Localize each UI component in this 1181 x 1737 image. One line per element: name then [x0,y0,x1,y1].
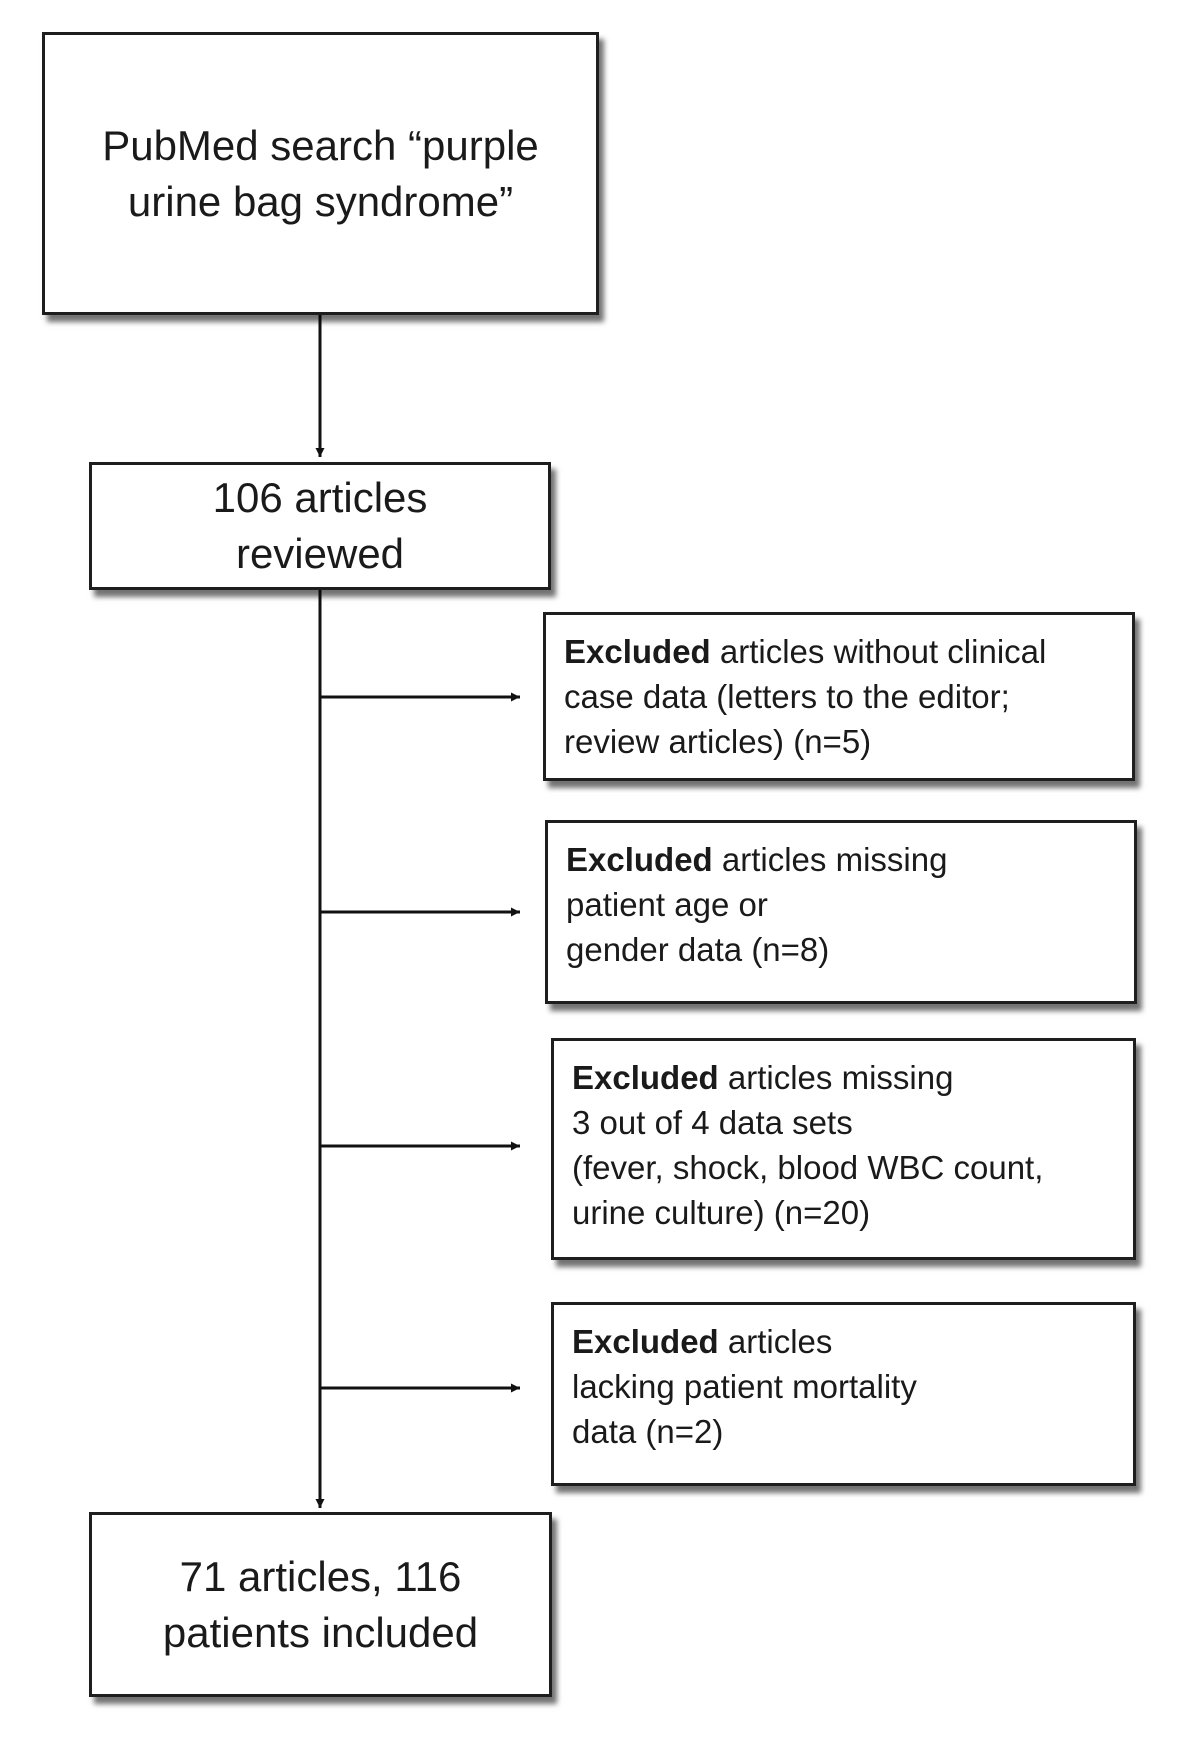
exclusion-first-line: Excluded articles missing [566,837,1118,882]
exclusion-keyword: Excluded [564,633,711,670]
included-box: 71 articles, 116 patients included [89,1512,552,1697]
exclusion-line: review articles) (n=5) [564,723,872,760]
search-box-line: urine bag syndrome” [127,177,514,225]
exclusion-first-line: Excluded articles missing [572,1055,1117,1100]
exclusion-box-3: Excluded articles missing 3 out of 4 dat… [551,1038,1136,1260]
exclusion-first-line-text: articles [718,1323,833,1360]
exclusion-line: patient age or [566,886,768,923]
exclusion-line: lacking patient mortality [572,1368,917,1405]
exclusion-box-4: Excluded articles lacking patient mortal… [551,1302,1136,1486]
exclusion-keyword: Excluded [566,841,713,878]
exclusion-line: case data (letters to the editor; [564,678,1010,715]
exclusion-first-line: Excluded articles without clinical [564,629,1116,674]
exclusion-first-line: Excluded articles [572,1319,1117,1364]
exclusion-first-line-text: articles without clinical [710,633,1047,670]
included-box-line: 71 articles, 116 [179,1552,462,1600]
exclusion-line: (fever, shock, blood WBC count, [572,1149,1044,1186]
reviewed-box: 106 articles reviewed [89,462,551,590]
reviewed-box-line: reviewed [235,530,405,577]
exclusion-line: 3 out of 4 data sets [572,1104,853,1141]
exclusion-line: urine culture) (n=20) [572,1194,871,1231]
exclusion-line: gender data (n=8) [566,931,830,968]
included-box-line: patients included [162,1608,479,1656]
search-box: PubMed search “purple urine bag syndrome… [42,32,599,315]
exclusion-first-line-text: articles missing [718,1059,954,1096]
exclusion-keyword: Excluded [572,1059,719,1096]
reviewed-box-line: 106 articles [212,474,428,521]
exclusion-first-line-text: articles missing [712,841,948,878]
exclusion-line: data (n=2) [572,1413,724,1450]
search-box-line: PubMed search “purple [102,121,539,169]
exclusion-keyword: Excluded [572,1323,719,1360]
exclusion-box-2: Excluded articles missing patient age or… [545,820,1137,1004]
exclusion-box-1: Excluded articles without clinical case … [543,612,1135,781]
